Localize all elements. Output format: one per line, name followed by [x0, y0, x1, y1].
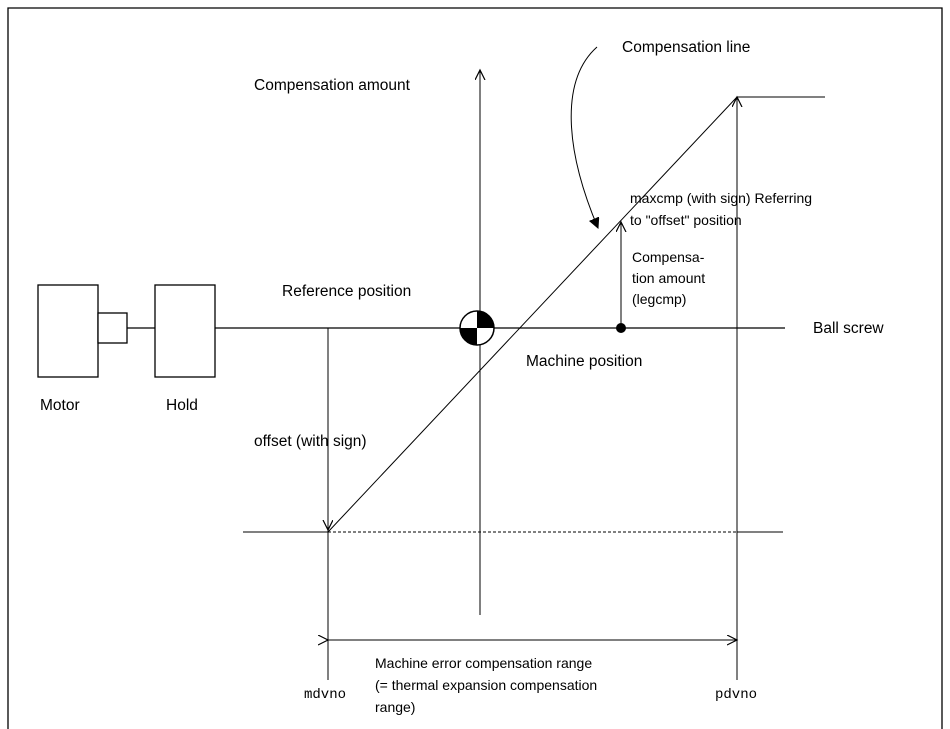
- motor-label: Motor: [40, 397, 80, 414]
- pdvno-label: pdvno: [715, 687, 757, 703]
- range-label-line3: range): [375, 699, 415, 715]
- compensation-line-pointer: [570, 46, 598, 228]
- ball-screw-label: Ball screw: [813, 320, 884, 337]
- maxcmp-label-line2: to "offset" position: [630, 212, 742, 228]
- compensation-amount-axis-label: Compensation amount: [254, 77, 411, 94]
- motor-box: [37, 284, 99, 378]
- range-label-line1: Machine error compensation range: [375, 655, 592, 671]
- reference-position-symbol: [459, 310, 495, 346]
- compensation-line-label: Compensation line: [622, 39, 750, 56]
- machine-position-label: Machine position: [526, 353, 642, 370]
- machine-position-dot: [616, 323, 626, 333]
- compensation-line: [327, 96, 738, 533]
- legcmp-label-line1: Compensa-: [632, 249, 705, 265]
- offset-label: offset (with sign): [254, 433, 367, 450]
- range-label-line2: (= thermal expansion compensation: [375, 677, 597, 693]
- hold-label: Hold: [166, 397, 198, 414]
- hold-box: [154, 284, 216, 378]
- legcmp-label-line3: (legcmp): [632, 291, 686, 307]
- reference-position-label: Reference position: [282, 283, 411, 300]
- legcmp-label-line2: tion amount: [632, 270, 705, 286]
- maxcmp-label-line1: maxcmp (with sign) Referring: [630, 190, 812, 206]
- motor-shaft: [97, 312, 128, 344]
- frame-border: [7, 7, 943, 729]
- mdvno-label: mdvno: [304, 687, 346, 703]
